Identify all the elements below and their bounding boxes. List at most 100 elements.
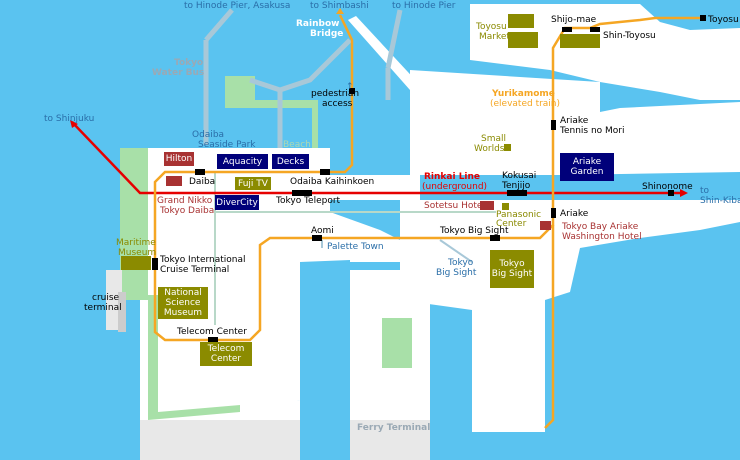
toyosu-market-block-3 [560, 34, 600, 48]
station-marker-big-sight [490, 235, 500, 241]
toyosu-market-block-2 [508, 32, 538, 48]
ariake-garden-label-1: Ariake [572, 157, 602, 167]
ariake-garden-label-2: Garden [570, 167, 604, 177]
station-ariake-tennis-2: Tennis no Mori [560, 126, 625, 136]
maritime-museum-box [121, 256, 151, 270]
ferry-terminal-label: Ferry Terminal [357, 423, 431, 433]
aquacity-box: Aquacity [217, 154, 268, 169]
cruise-pier [118, 292, 126, 332]
park-ferry [382, 318, 412, 368]
cruise-terminal-label-2: terminal [84, 303, 122, 313]
panasonic-marker [502, 203, 509, 210]
pedestrian-arrow-icon: ↑ [346, 82, 354, 92]
station-marker-cruise [152, 258, 158, 270]
washington-marker [540, 221, 551, 230]
seaside-label-1: Odaiba [192, 130, 225, 140]
station-ariake: Ariake [560, 209, 589, 219]
nikko-label-2: Tokyo Daiba [160, 206, 215, 216]
water-bus-route-1 [204, 8, 234, 42]
toyosu-market-label-1: Toyosu [476, 22, 507, 32]
direction-shin-kiba-2: Shin-Kiba [700, 196, 740, 206]
rinkai-line-note: (underground) [422, 182, 488, 192]
direction-hinode-asakusa: to Hinode Pier, Asakusa [184, 1, 291, 11]
station-daiba: Daiba [189, 177, 216, 187]
station-cruise-1: Tokyo International [160, 255, 246, 265]
cruise-terminal-label-1: cruise [92, 293, 120, 303]
science-museum-label-1: National [164, 288, 202, 298]
direction-hinode: to Hinode Pier [392, 1, 456, 11]
station-marker-tennis [551, 120, 556, 130]
maritime-museum-label-1: Maritime [116, 238, 156, 248]
yurikamome-line [153, 14, 700, 342]
station-marker-shin-toyosu [590, 27, 600, 32]
direction-shinjuku: to Shinjuku [44, 114, 95, 124]
maritime-museum-label-2: Museum [118, 248, 157, 258]
land-ariake-north [410, 70, 740, 175]
station-kaihinkoen: Odaiba Kaihinkoen [290, 177, 375, 187]
water-bus-label-1: Tokyo [174, 58, 204, 68]
rainbow-bridge-label-1: Rainbow [296, 19, 340, 29]
yurikamome-note: (elevated train) [490, 99, 561, 109]
station-marker-telecom [208, 337, 218, 343]
ferry-grey [350, 420, 430, 460]
big-sight-box: Tokyo Big Sight [490, 250, 534, 288]
station-marker-daiba [195, 169, 205, 175]
rinkai-arrow-west [70, 120, 78, 128]
station-marker-pedestrian [349, 88, 355, 94]
rainbow-bridge-label-2: Bridge [310, 29, 344, 39]
sotetsu-label: Sotetsu Hotel [424, 201, 485, 211]
pedestrian-label-1: pedestrian [311, 89, 360, 99]
telecom-center-label-2: Center [210, 354, 242, 364]
land-ariake-south [400, 200, 740, 432]
rinkai-line-label: Rinkai Line [424, 172, 481, 182]
park-west [120, 148, 148, 300]
sotetsu-marker [480, 201, 494, 210]
station-teleport: Tokyo Teleport [276, 196, 341, 206]
pedestrian-label-2: access [322, 99, 353, 109]
ariake-garden-box: Ariake Garden [560, 153, 614, 181]
water-bus-route-6 [249, 38, 352, 93]
station-marker-shinonome [668, 190, 674, 196]
beach-label: Beach [283, 140, 311, 150]
rinkai-line [71, 121, 680, 195]
rinkai-arrow-east [680, 189, 688, 197]
station-marker-ariake [551, 208, 556, 218]
seaside-label-2: Seaside Park [198, 140, 256, 150]
park-seaside [225, 100, 318, 148]
station-telecom: Telecom Center [177, 327, 247, 337]
station-toyosu: Toyosu [708, 15, 739, 25]
science-museum-label-3: Museum [163, 308, 203, 318]
science-museum-label-2: Science [165, 298, 201, 308]
station-marker-shijo [562, 27, 572, 32]
washington-label-1: Tokyo Bay Ariake [562, 222, 639, 232]
small-worlds-label-2: Worlds [474, 144, 505, 154]
station-cruise-2: Cruise Terminal [160, 265, 230, 275]
station-marker-aomi [312, 235, 322, 241]
pier-grey [140, 420, 300, 460]
direction-shimbashi: to Shimbashi [310, 1, 369, 11]
park-south [148, 295, 240, 420]
toyosu-market-block-1 [508, 14, 534, 28]
palette-town-label: Palette Town [327, 242, 384, 252]
panasonic-label-1: Panasonic [496, 210, 542, 220]
small-worlds-label-1: Small [481, 134, 506, 144]
station-marker-kaihinkoen [320, 169, 330, 175]
station-shinonome: Shinonome [642, 182, 693, 192]
toyosu-market-label-2: Market [479, 32, 510, 42]
divercity-box: DiverCity [215, 195, 259, 210]
rainbow-bridge [348, 16, 420, 90]
station-marker-kokusai [507, 190, 527, 196]
land-toyosu [470, 4, 740, 100]
big-sight-road-label-2: Big Sight [436, 268, 477, 278]
station-marker-toyosu [700, 15, 706, 21]
station-big-sight: Tokyo Big Sight [440, 226, 509, 236]
water-bus-route-3 [385, 9, 403, 69]
station-ariake-tennis-1: Ariake [560, 116, 589, 126]
big-sight-road-label-1: Tokyo [448, 258, 474, 268]
station-shin-toyosu: Shin-Toyosu [603, 31, 656, 41]
station-kokusai-2: Tenjijo [502, 181, 531, 191]
telecom-center-box: Telecom Center [200, 342, 252, 366]
washington-label-2: Washington Hotel [562, 232, 642, 242]
nikko-marker [166, 176, 182, 186]
